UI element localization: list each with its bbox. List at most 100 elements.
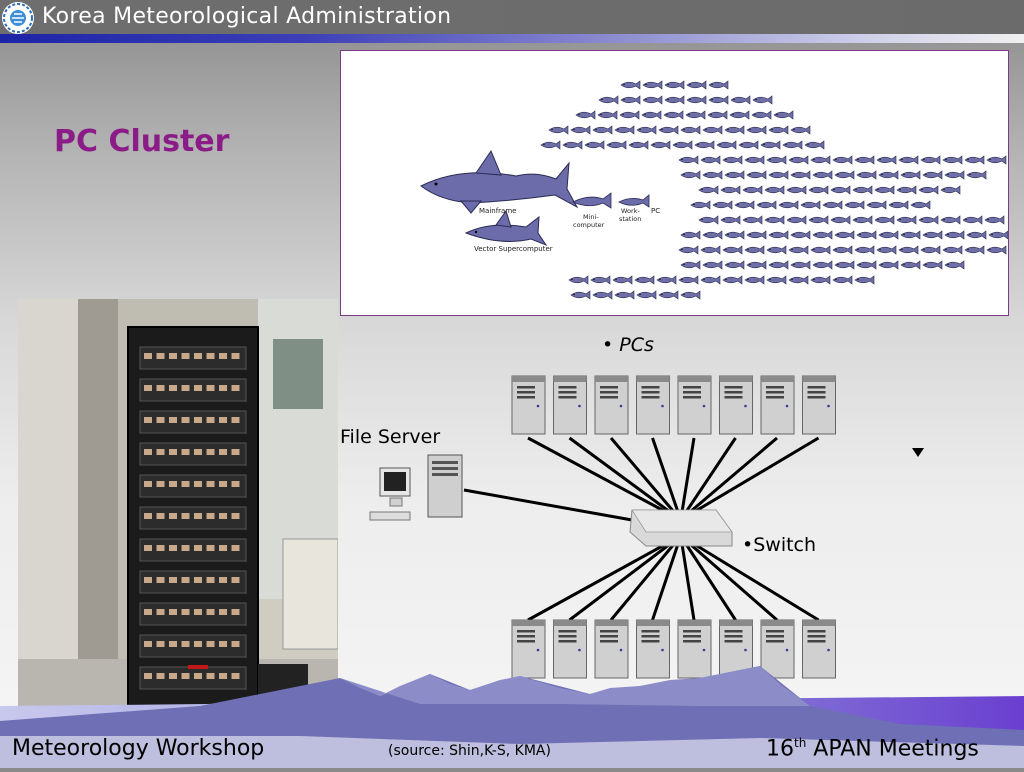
rack-unit bbox=[139, 346, 247, 370]
drive-bay bbox=[169, 449, 177, 455]
small-fish bbox=[744, 245, 765, 255]
pc-tower bbox=[636, 375, 670, 435]
small-fish bbox=[584, 140, 605, 150]
drive-bay bbox=[156, 449, 165, 455]
workstation-label: Work-station bbox=[619, 207, 641, 223]
drive-bay bbox=[219, 609, 227, 615]
pc-tower bbox=[719, 375, 753, 435]
small-fish bbox=[808, 215, 829, 225]
pc-tower bbox=[594, 375, 629, 435]
small-fish bbox=[708, 80, 729, 90]
drive-bay bbox=[231, 513, 240, 519]
drive-bay bbox=[194, 577, 202, 583]
small-fish bbox=[720, 185, 741, 195]
network-cable bbox=[693, 436, 820, 514]
small-fish bbox=[620, 95, 641, 105]
small-fish bbox=[922, 260, 943, 270]
small-fish bbox=[756, 200, 777, 210]
drive-bay bbox=[231, 449, 240, 455]
drive-bay bbox=[156, 673, 165, 679]
drive-bay bbox=[231, 545, 240, 551]
drive-bay bbox=[169, 353, 177, 359]
drive-bay bbox=[156, 417, 165, 423]
pc-fish-label: PC bbox=[651, 207, 660, 215]
small-fish bbox=[944, 260, 965, 270]
small-fish bbox=[744, 155, 765, 165]
small-fish bbox=[702, 125, 723, 135]
small-fish bbox=[730, 95, 751, 105]
switch-label: •Switch bbox=[742, 534, 817, 556]
network-cable bbox=[527, 436, 667, 514]
network-cable bbox=[651, 437, 680, 513]
small-fish bbox=[940, 215, 961, 225]
network-cable bbox=[609, 543, 676, 621]
small-fish bbox=[680, 125, 701, 135]
small-fish bbox=[768, 125, 789, 135]
drive-bay bbox=[231, 385, 240, 391]
small-fish bbox=[896, 215, 917, 225]
small-fish bbox=[738, 140, 759, 150]
small-fish bbox=[944, 170, 965, 180]
footer-right: 16th APAN Meetings bbox=[766, 736, 979, 762]
vector-shark bbox=[464, 209, 548, 247]
small-fish bbox=[920, 245, 941, 255]
drive-bay bbox=[219, 577, 227, 583]
small-fish bbox=[856, 230, 877, 240]
pc-tower bbox=[594, 619, 629, 679]
pc-tower bbox=[802, 375, 836, 435]
small-fish bbox=[698, 215, 719, 225]
small-fish bbox=[766, 245, 787, 255]
small-fish bbox=[642, 80, 663, 90]
small-fish bbox=[746, 125, 767, 135]
mainframe-shark bbox=[420, 149, 579, 214]
small-fish bbox=[664, 95, 685, 105]
drive-bay bbox=[219, 353, 227, 359]
small-fish bbox=[790, 260, 811, 270]
drive-bay bbox=[156, 641, 165, 647]
small-fish bbox=[834, 230, 855, 240]
small-fish bbox=[856, 260, 877, 270]
small-fish bbox=[658, 290, 679, 300]
small-fish bbox=[694, 140, 715, 150]
small-fish bbox=[788, 245, 809, 255]
rack-unit bbox=[139, 474, 247, 498]
pc-tower bbox=[511, 375, 546, 435]
small-fish bbox=[634, 275, 655, 285]
small-fish bbox=[642, 95, 663, 105]
small-fish bbox=[700, 155, 721, 165]
small-fish bbox=[700, 275, 721, 285]
drive-bay bbox=[156, 577, 165, 583]
small-fish bbox=[810, 245, 831, 255]
small-fish bbox=[832, 275, 853, 285]
small-fish bbox=[944, 230, 965, 240]
small-fish bbox=[716, 140, 737, 150]
small-fish bbox=[742, 185, 763, 195]
fish-illustration: Mainframe Vector Supercomputer Mini-comp… bbox=[340, 50, 1009, 316]
small-fish bbox=[562, 140, 583, 150]
drive-bay bbox=[231, 577, 240, 583]
drive-bay bbox=[206, 577, 215, 583]
drive-bay bbox=[194, 609, 202, 615]
footer-source: (source: Shin,K-S, KMA) bbox=[388, 743, 551, 759]
small-fish bbox=[854, 245, 875, 255]
small-fish bbox=[786, 215, 807, 225]
network-cable bbox=[689, 542, 778, 622]
drive-bay bbox=[144, 417, 152, 423]
drive-bay bbox=[206, 385, 215, 391]
small-fish bbox=[830, 185, 851, 195]
drive-bay bbox=[231, 353, 240, 359]
small-fish bbox=[790, 125, 811, 135]
small-fish bbox=[746, 230, 767, 240]
small-fish bbox=[866, 200, 887, 210]
small-fish bbox=[619, 110, 640, 120]
small-fish bbox=[966, 230, 987, 240]
pc-tower bbox=[760, 375, 795, 435]
drive-bay bbox=[144, 385, 152, 391]
small-fish bbox=[708, 95, 729, 105]
network-diagram: • PCs File Server •Switch bbox=[340, 320, 1024, 700]
pc-tower bbox=[677, 619, 712, 679]
small-fish bbox=[712, 200, 733, 210]
small-fish bbox=[964, 155, 985, 165]
small-fish bbox=[768, 230, 789, 240]
drive-bay bbox=[206, 641, 215, 647]
